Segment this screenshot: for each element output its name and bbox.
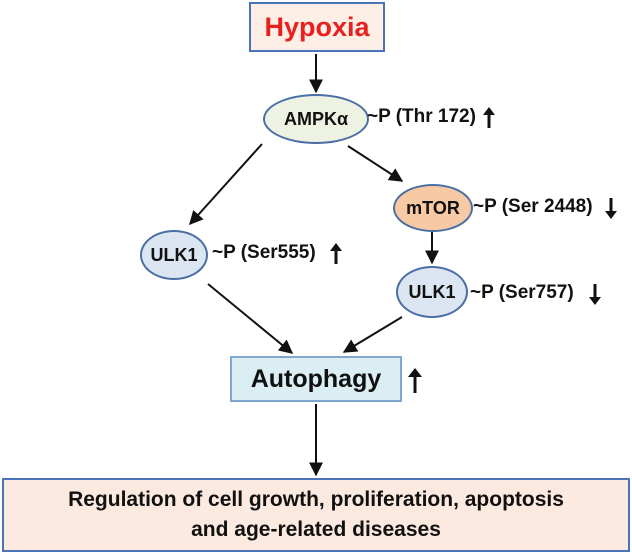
ulk1-left-phospho-site: ~P (Ser555) <box>212 242 316 263</box>
regulation-box: Regulation of cell growth, proliferation… <box>2 478 630 552</box>
ulk1-left-label: ULK1 <box>150 244 198 265</box>
down-arrow-icon <box>605 198 617 219</box>
up-arrow-icon <box>483 107 495 128</box>
arrow-ampk-to-mtor <box>347 145 404 182</box>
regulation-line-2: and age-related diseases <box>191 518 441 541</box>
ampk-node: AMPKα <box>263 94 369 144</box>
up-arrow-icon <box>330 243 342 264</box>
ampk-phospho-site: ~P (Thr 172) <box>367 106 476 127</box>
ampk-label: AMPKα <box>283 108 349 129</box>
ulk1-right-label: ULK1 <box>408 281 456 302</box>
ulk1-left-node: ULK1 <box>140 230 208 280</box>
autophagy-box: Autophagy <box>230 356 402 402</box>
arrow-ulk1-left-to-autophagy <box>207 283 294 354</box>
hypoxia-label: Hypoxia <box>264 11 370 42</box>
autophagy-label: Autophagy <box>250 364 382 393</box>
mtor-label: mTOR <box>406 197 460 218</box>
regulation-line-1: Regulation of cell growth, proliferation… <box>68 488 564 511</box>
ulk1-right-node: ULK1 <box>396 266 468 318</box>
mtor-phospho-site: ~P (Ser 2448) <box>473 196 593 217</box>
hypoxia-box: Hypoxia <box>249 2 385 52</box>
ulk1-right-phospho-site: ~P (Ser757) <box>470 282 574 303</box>
down-arrow-icon <box>589 284 601 305</box>
arrow-ulk1-right-to-autophagy <box>342 316 403 353</box>
arrow-ampk-to-ulk1-left <box>189 143 263 226</box>
mtor-node: mTOR <box>393 184 473 232</box>
up-arrow-icon <box>408 368 422 393</box>
